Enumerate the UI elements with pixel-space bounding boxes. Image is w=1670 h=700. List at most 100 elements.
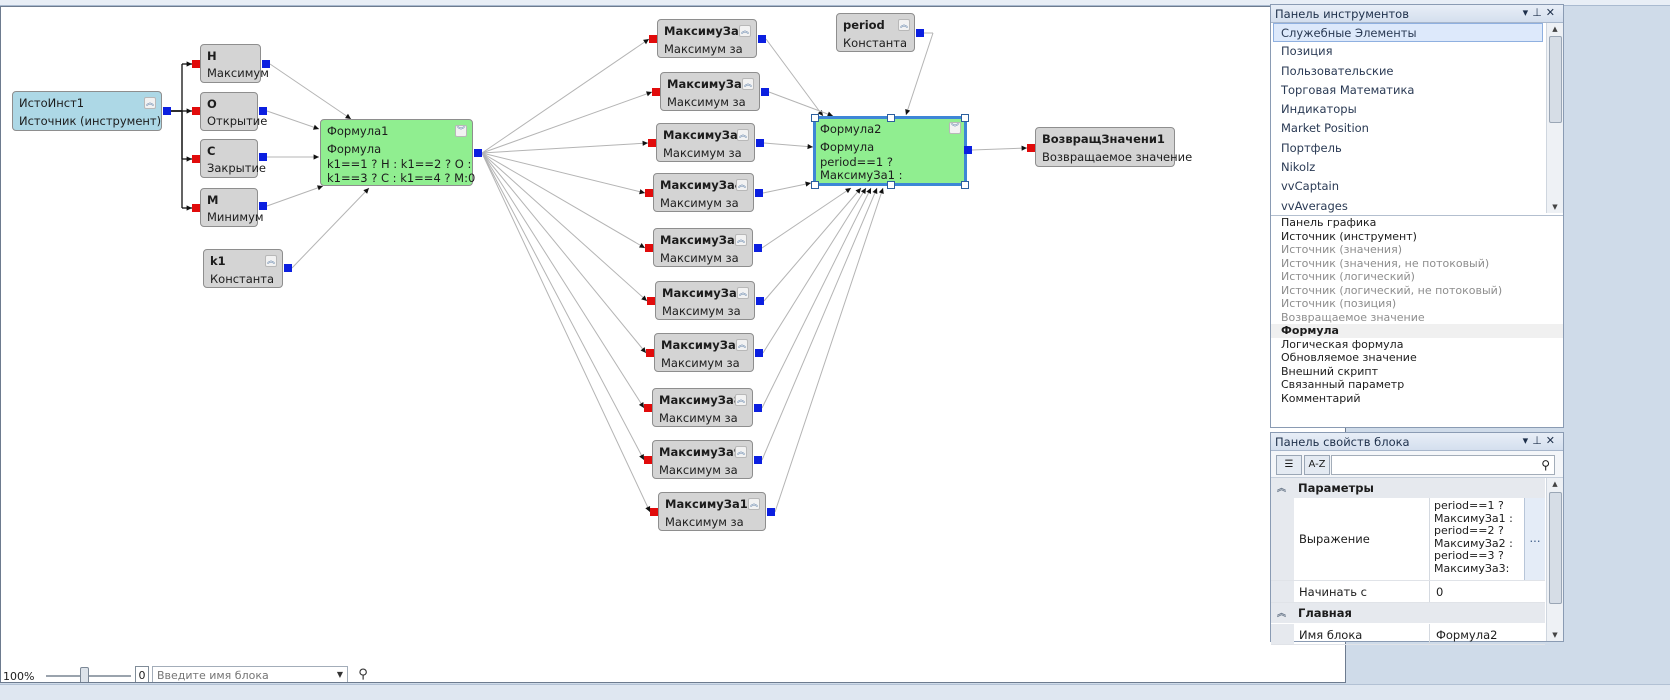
resize-handle[interactable] (961, 114, 969, 122)
max-node-5[interactable]: МаксимуЗа5︽Максимум за (653, 228, 753, 267)
output-pin[interactable] (262, 60, 270, 68)
input-pin[interactable] (1027, 144, 1035, 152)
expand-icon[interactable]: ︾ (949, 122, 961, 134)
input-pin[interactable] (645, 244, 653, 252)
input-pin[interactable] (652, 88, 660, 96)
property-value[interactable]: 0 (1429, 581, 1545, 602)
field-node-o[interactable]: O Открытие (200, 92, 267, 131)
block-search-field[interactable]: ▼ (152, 666, 348, 682)
output-pin[interactable] (964, 146, 972, 154)
panel-controls[interactable]: ▾⊥✕ (1522, 434, 1559, 447)
field-node-m[interactable]: M Минимум (200, 188, 264, 227)
toolbox-category[interactable]: Nikolz (1281, 160, 1316, 175)
resize-handle[interactable] (811, 181, 819, 189)
toolbox-item[interactable]: Источник (позиция) (1281, 297, 1397, 310)
input-pin[interactable] (648, 139, 656, 147)
toolbox-scrollbar[interactable]: ▲ ▼ (1546, 23, 1563, 213)
return-value-node[interactable]: ВозвращЗначени1 Возвращаемое значение (1035, 127, 1192, 167)
toolbox-item[interactable]: Связанный параметр (1281, 378, 1405, 391)
toolbox-item[interactable]: Логическая формула (1281, 337, 1404, 351)
output-pin[interactable] (756, 139, 764, 147)
toolbox-category[interactable]: vvAverages (1281, 198, 1348, 213)
flow-canvas[interactable]: ИстоИнст1 ︽ Источник (инструмент) H Макс… (0, 6, 1346, 683)
max-node-6[interactable]: МаксимуЗа6︽Максимум за (655, 281, 755, 320)
source-instrument-node[interactable]: ИстоИнст1 ︽ Источник (инструмент) (12, 91, 162, 131)
collapse-icon[interactable]: ︽ (736, 179, 748, 191)
toolbox-category[interactable]: Индикаторы (1281, 102, 1357, 117)
output-pin[interactable] (474, 149, 482, 157)
scroll-up-icon[interactable]: ▲ (1552, 480, 1558, 488)
scroll-up-icon[interactable]: ▲ (1552, 25, 1558, 33)
toolbox-item[interactable]: Источник (логический) (1281, 270, 1415, 283)
input-pin[interactable] (644, 456, 652, 464)
start-value[interactable]: 0 (1436, 585, 1444, 599)
scroll-thumb[interactable] (1549, 492, 1562, 604)
field-node-c[interactable]: C Закрытие (200, 139, 266, 178)
formula1-node[interactable]: Формула1 ︾ Формула k1==1 ? H : k1==2 ? O… (320, 119, 475, 186)
toolbox-category[interactable]: Торговая Математика (1281, 82, 1415, 97)
collapse-icon[interactable]: ︽ (736, 339, 748, 351)
scroll-down-icon[interactable]: ▼ (1552, 631, 1558, 639)
input-pin[interactable] (645, 189, 653, 197)
resize-handle[interactable] (887, 114, 895, 122)
output-pin[interactable] (259, 107, 267, 115)
collapse-icon[interactable]: ︽ (735, 446, 747, 458)
chevron-down-icon[interactable]: ▼ (336, 670, 344, 679)
block-search-input[interactable] (153, 667, 336, 682)
input-pin[interactable] (192, 107, 200, 115)
output-pin[interactable] (754, 456, 762, 464)
collapse-icon[interactable]: ︽ (265, 255, 277, 267)
categorized-view-icon[interactable]: ☰ (1276, 455, 1302, 475)
toolbox-item[interactable]: Обновляемое значение (1281, 351, 1417, 364)
properties-scrollbar[interactable]: ▲ ▼ (1546, 478, 1563, 641)
resize-handle[interactable] (961, 181, 969, 189)
output-pin[interactable] (259, 153, 267, 161)
collapse-icon[interactable]: ︽ (735, 234, 747, 246)
max-node-2[interactable]: МаксимуЗа2︽Максимум за (660, 72, 760, 111)
toolbox-category[interactable]: Портфель (1281, 140, 1342, 155)
output-pin[interactable] (756, 297, 764, 305)
input-pin[interactable] (192, 204, 200, 212)
max-node-4[interactable]: МаксимуЗа4︽Максимум за (653, 173, 754, 212)
toolbox-category[interactable]: Пользовательские (1281, 63, 1394, 78)
output-pin[interactable] (767, 508, 775, 516)
toolbox-item[interactable]: Комментарий (1281, 391, 1361, 405)
output-pin[interactable] (755, 349, 763, 357)
collapse-icon[interactable]: ︽ (737, 287, 749, 299)
output-pin[interactable] (755, 189, 763, 197)
input-pin[interactable] (650, 508, 658, 516)
output-pin[interactable] (761, 88, 769, 96)
output-pin[interactable] (259, 202, 267, 210)
toolbox-item[interactable]: Внешний скрипт (1281, 364, 1378, 378)
input-pin[interactable] (192, 60, 200, 68)
zoom-slider-thumb[interactable] (80, 667, 89, 682)
collapse-icon[interactable]: ︽ (898, 19, 910, 31)
resize-handle[interactable] (811, 114, 819, 122)
collapse-icon[interactable]: ︽ (735, 394, 747, 406)
output-pin[interactable] (163, 107, 171, 115)
constant-node-k1[interactable]: k1 ︽ Константа (203, 249, 283, 288)
category-main[interactable]: ︽ Главная (1271, 603, 1545, 623)
search-icon[interactable]: ⚲ (1541, 458, 1550, 472)
scroll-down-icon[interactable]: ▼ (1552, 203, 1558, 211)
property-value[interactable]: period==1 ? МаксимуЗа1 : period==2 ? Мак… (1429, 498, 1545, 580)
toolbox-category[interactable]: Market Position (1281, 121, 1369, 136)
input-pin[interactable] (649, 35, 657, 43)
expression-textarea[interactable]: period==1 ? МаксимуЗа1 : period==2 ? Мак… (1434, 500, 1513, 574)
max-node-9[interactable]: МаксимуЗа9︽Максимум за (652, 440, 753, 479)
block-name-value[interactable]: Формула2 (1436, 628, 1498, 642)
max-node-7[interactable]: МаксимуЗа7︽Максимум за (654, 333, 754, 372)
constant-node-period[interactable]: period ︽ Константа (836, 13, 915, 52)
output-pin[interactable] (758, 35, 766, 43)
toolbox-item[interactable]: Возвращаемое значение (1281, 310, 1425, 324)
property-value[interactable]: Формула2 (1429, 624, 1545, 644)
formula2-node[interactable]: Формула2 ︾ Формула period==1 ? МаксимуЗа… (813, 116, 967, 186)
input-pin[interactable] (647, 297, 655, 305)
toolbox-item[interactable]: Источник (значения) (1281, 243, 1402, 256)
max-node-10[interactable]: МаксимуЗа10︽Максимум за (658, 492, 766, 531)
resize-handle[interactable] (887, 181, 895, 189)
toolbox-category[interactable]: vvCaptain (1281, 179, 1340, 194)
field-node-h[interactable]: H Максимум (200, 44, 269, 83)
toolbox-item[interactable]: Источник (инструмент) (1281, 229, 1417, 243)
scroll-thumb[interactable] (1549, 36, 1562, 123)
